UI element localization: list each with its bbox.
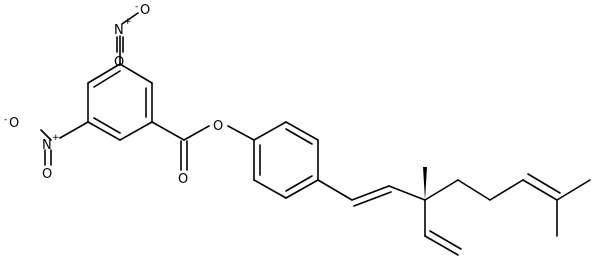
negative-charge-left: -: [4, 115, 7, 125]
nitro-group-left: [40, 121, 89, 166]
nitrogen-atom-left: N: [42, 138, 52, 153]
oxygen-atom-top-single: O: [140, 3, 150, 18]
atom-labels: N + - O O N + - O O O O: [4, 2, 223, 187]
oxygen-atom-left-single: O: [9, 116, 19, 131]
nitrogen-atom-top: N: [114, 23, 124, 38]
oxygen-atom-carbonyl: O: [178, 172, 188, 187]
nitro-group-top: [116, 12, 139, 65]
alkyl-side-chain: [317, 167, 591, 256]
negative-charge-top: -: [135, 2, 138, 12]
oxygen-atom-left-double: O: [42, 167, 52, 182]
oxygen-atom-top-double: O: [114, 55, 124, 70]
dinitrophenyl-ring: [87, 63, 153, 141]
oxygen-atom-ester: O: [213, 119, 223, 134]
positive-charge-top: +: [124, 17, 132, 27]
phenyl-ring: [253, 121, 319, 199]
positive-charge-left: +: [52, 133, 60, 143]
stereo-wedge-bond: [423, 167, 427, 200]
ester-group: [151, 121, 255, 171]
